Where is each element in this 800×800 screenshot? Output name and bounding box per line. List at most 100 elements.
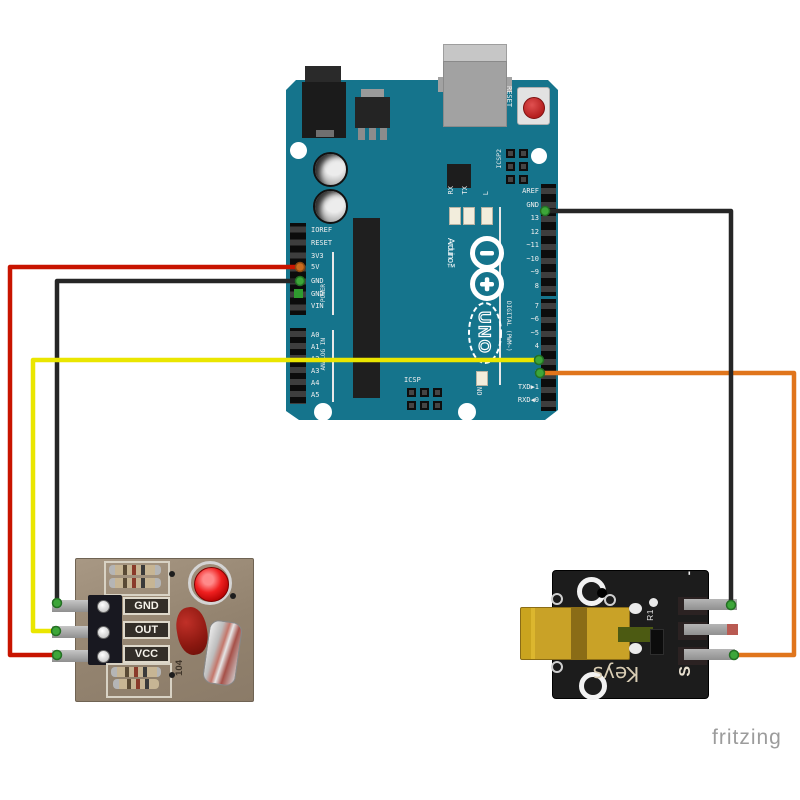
receiver-pin-gnd[interactable] <box>52 600 96 612</box>
connection-dot-gnd-power[interactable] <box>294 275 306 287</box>
solder-pad <box>629 643 642 654</box>
wire-black-gnd-receiver[interactable] <box>54 278 303 606</box>
wire-black-gnd-laser[interactable] <box>542 208 734 608</box>
icsp2-pin[interactable] <box>506 149 515 158</box>
wire-orange-pin2-s[interactable] <box>537 370 797 658</box>
led-ring <box>188 561 232 605</box>
silkscreen-line <box>332 330 334 402</box>
icsp-pin[interactable] <box>420 388 429 397</box>
icsp2-pin[interactable] <box>519 149 528 158</box>
icsp2-pin[interactable] <box>519 162 528 171</box>
connection-dot-receiver-out[interactable] <box>50 625 62 637</box>
reset-button-cap[interactable] <box>523 97 545 119</box>
pin-label-gnd2: GND <box>311 290 324 298</box>
pin-label-a4: A4 <box>311 379 320 387</box>
solder-pad <box>629 603 642 614</box>
minus-label: - <box>683 571 698 576</box>
laser-pin-s[interactable] <box>684 649 735 660</box>
pin-label-a1: A1 <box>311 343 320 351</box>
pin-label-12: 12 <box>530 228 539 236</box>
pin-label-a3: A3 <box>311 367 320 375</box>
connection-dot-pin3[interactable] <box>533 354 545 366</box>
digital-header-lower[interactable] <box>541 299 556 411</box>
solder-pad <box>97 650 110 663</box>
green-component <box>618 627 653 642</box>
icsp-header[interactable] <box>407 388 442 410</box>
receiver-label-gnd: GND <box>123 597 170 615</box>
pin-label-6: ~6 <box>530 315 539 323</box>
usb-tab-right <box>507 77 512 92</box>
via-dot <box>597 588 607 598</box>
icsp2-pin[interactable] <box>519 175 528 184</box>
arduino-brand-text: Arduino™ <box>446 238 456 272</box>
small-hole <box>551 661 563 673</box>
connection-pad-gnd2[interactable] <box>294 289 303 298</box>
icsp2-header[interactable] <box>506 149 528 184</box>
fritzing-watermark: fritzing <box>712 726 782 749</box>
pin-label-11: ~11 <box>526 241 539 249</box>
icsp-pin[interactable] <box>433 388 442 397</box>
laser-pin-minus[interactable] <box>684 599 737 610</box>
power-jack-opening <box>316 130 334 137</box>
uno-logo: UNO <box>468 302 502 364</box>
pin-label-13: 13 <box>530 214 539 222</box>
resistor <box>113 679 159 689</box>
pin-label-txd1: TXD▶1 <box>517 383 539 391</box>
silkscreen-box <box>104 561 170 596</box>
red-led <box>194 567 229 602</box>
reset-label: RESET <box>505 86 513 108</box>
silkscreen-line <box>332 252 334 315</box>
via-dot <box>169 672 175 678</box>
icsp2-pin[interactable] <box>506 162 515 171</box>
voltage-regulator <box>355 97 390 128</box>
solder-pad <box>97 600 110 613</box>
icsp-pin[interactable] <box>420 401 429 410</box>
connection-dot-receiver-vcc[interactable] <box>51 649 63 661</box>
resistor <box>109 565 161 575</box>
arduino-infinity-logo <box>470 236 504 301</box>
icsp-pin[interactable] <box>407 388 416 397</box>
analog-header[interactable] <box>290 328 306 404</box>
mounting-hole <box>579 672 607 700</box>
connection-dot-laser-s[interactable] <box>728 649 740 661</box>
connection-dot-gnd-digital[interactable] <box>539 205 551 217</box>
usb-tab-left <box>438 77 443 92</box>
on-led <box>476 371 488 386</box>
regulator-leg <box>380 128 387 140</box>
small-hole <box>551 593 563 605</box>
receiver-pin-out[interactable] <box>52 626 96 638</box>
silkscreen-box <box>106 663 172 698</box>
wire-red-5v-vcc[interactable] <box>7 264 303 658</box>
resistor <box>109 578 161 588</box>
usb-interface-chip <box>447 164 471 188</box>
icsp-pin[interactable] <box>433 401 442 410</box>
connection-dot-laser-minus[interactable] <box>725 599 737 611</box>
pin-label-a5: A5 <box>311 391 320 399</box>
connection-dot-5v[interactable] <box>294 261 306 273</box>
atmega328-chip <box>353 218 380 398</box>
connection-dot-pin2[interactable] <box>534 367 546 379</box>
connection-dot-receiver-gnd[interactable] <box>51 597 63 609</box>
pin-label-5: ~5 <box>530 329 539 337</box>
icsp2-pin[interactable] <box>506 175 515 184</box>
pin-label-rxd0: RXD◀0 <box>517 396 539 404</box>
icsp-pin[interactable] <box>407 401 416 410</box>
via-dot <box>169 571 175 577</box>
pin-label-3v3: 3V3 <box>311 252 324 260</box>
tx-led <box>463 207 475 225</box>
pin-label-vin: VIN <box>311 302 324 310</box>
wire-yellow-pin3-out[interactable] <box>30 357 541 634</box>
laser-pin-middle[interactable] <box>684 624 727 635</box>
power-jack-top <box>305 66 341 84</box>
receiver-label-vcc: VCC <box>123 645 170 663</box>
power-jack <box>302 82 346 138</box>
mounting-hole <box>531 148 547 164</box>
pin-label-reset: RESET <box>311 239 333 247</box>
mounting-hole <box>458 403 476 421</box>
regulator-leg <box>369 128 376 140</box>
uno-text: UNO <box>475 311 494 355</box>
solder-pad <box>649 598 658 607</box>
pin-label-8: 8 <box>534 282 539 290</box>
receiver-pin-vcc[interactable] <box>52 650 96 662</box>
